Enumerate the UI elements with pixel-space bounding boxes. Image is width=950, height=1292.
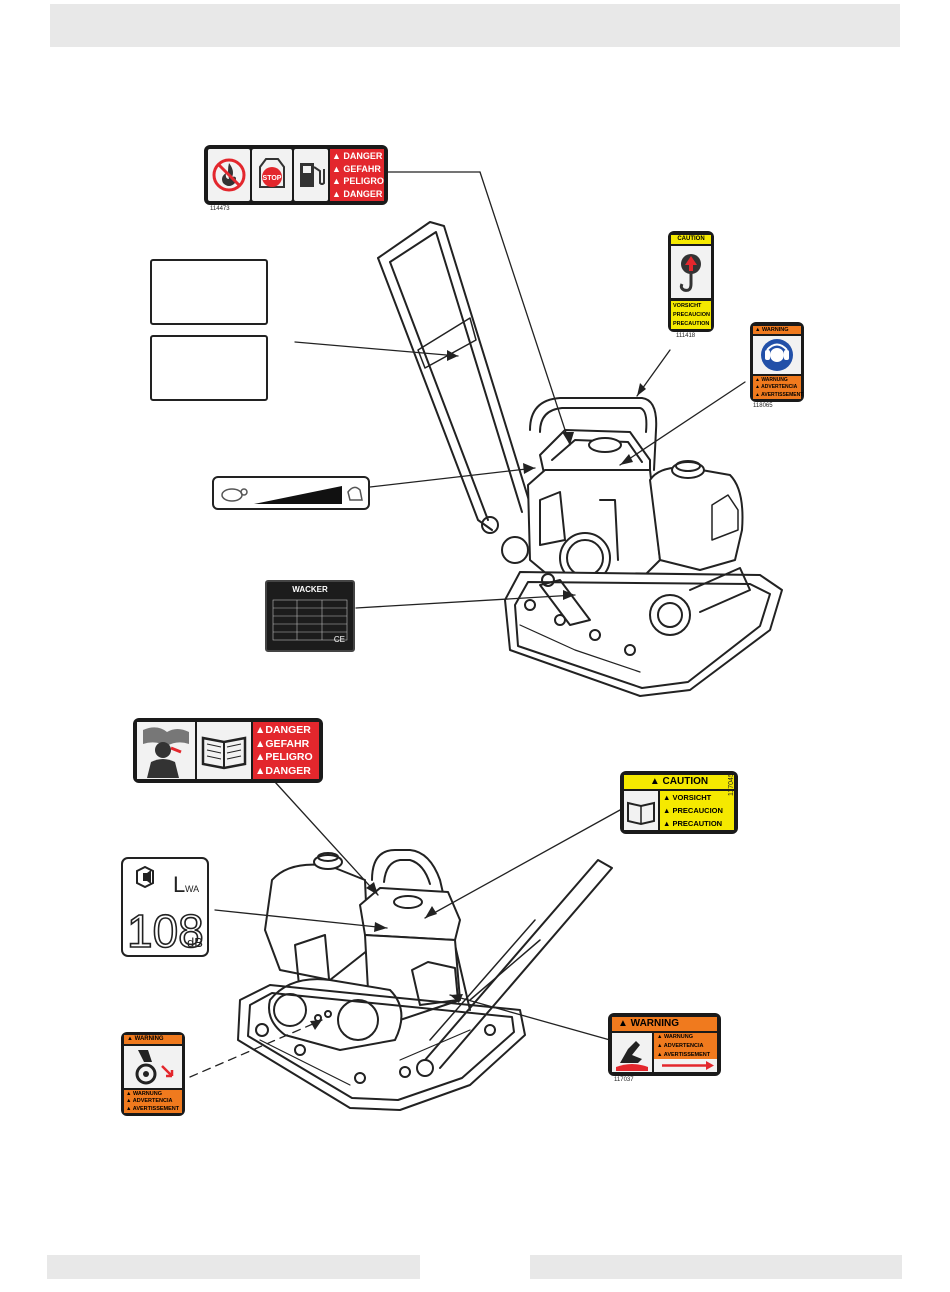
- fuel-pump-icon: [300, 163, 325, 187]
- no-fire-icon: [212, 158, 246, 192]
- lwa-subscript: WA: [185, 884, 199, 894]
- belt-warning-words: ▲ WARNUNG ▲ ADVERTENCIA ▲ AVERTISSEMENT: [124, 1090, 182, 1113]
- hearing-warning-decal: ▲ WARNING ▲ WARNUNG ▲ ADVERTENCIA ▲ AVER…: [750, 322, 804, 402]
- blank-decal-bottom: [150, 335, 268, 401]
- hot-warning-word-2: ▲ ADVERTENCIA: [657, 1042, 704, 1049]
- caution-word-3: PRECAUTION: [673, 321, 710, 328]
- stop-text: STOP: [263, 175, 282, 182]
- engine-stop-icon: STOP: [259, 158, 285, 188]
- manual-caution-part-no: 117045: [728, 773, 735, 796]
- exhaust-danger-word-4: ▲DANGER: [255, 765, 311, 778]
- hot-warning-part-no: 117037: [614, 1077, 634, 1083]
- belt-warning-header: ▲ WARNING: [124, 1035, 182, 1044]
- manual-caution-word-1: ▲ VORSICHT: [663, 793, 712, 802]
- lift-caution-words: VORSICHT PRECAUCION PRECAUTION: [671, 301, 711, 329]
- danger-word-1: ▲ DANGER: [332, 151, 383, 162]
- belt-entanglement-icon: [135, 1050, 174, 1085]
- hot-warning-header: ▲ WARNING: [612, 1017, 717, 1031]
- exhaust-danger-word-1: ▲DANGER: [255, 723, 311, 736]
- manual-caution-header: ▲ CAUTION: [624, 775, 734, 789]
- fuel-danger-words: ▲ DANGER ▲ GEFAHR ▲ PELIGRO ▲ DANGER: [330, 149, 384, 201]
- warning-word-3: ▲ AVERTISSEMENT: [755, 392, 804, 399]
- exhaust-fumes-icon: [143, 727, 189, 778]
- caution-word-2: PRECAUCION: [673, 311, 710, 318]
- leader-arrowheads: [310, 350, 646, 1030]
- arrow-right-icon: [662, 1061, 714, 1070]
- sound-power-decal: L WA 108 dB: [121, 857, 209, 958]
- read-manual-icon: [201, 736, 247, 770]
- top-machine: [377, 221, 783, 697]
- sound-unit: dB: [187, 935, 203, 950]
- belt-warning-word-1: ▲ WARNUNG: [126, 1090, 162, 1097]
- hearing-warning-header: ▲ WARNING: [753, 326, 801, 334]
- hot-warning-decal: ▲ WARNING ▲ WARNUNG ▲ ADVERTENCIA ▲ AVER…: [608, 1013, 721, 1076]
- exhaust-danger-word-2: ▲GEFAHR: [255, 737, 310, 750]
- fuel-danger-part-no: 114473: [210, 206, 230, 212]
- exhaust-danger-words: ▲DANGER ▲GEFAHR ▲PELIGRO ▲DANGER: [253, 722, 319, 779]
- danger-word-3: ▲ PELIGRO: [332, 176, 384, 187]
- lifting-hook-icon: [679, 254, 701, 292]
- warning-word-2: ▲ ADVERTENCIA: [755, 384, 798, 391]
- manual-caution-words: ▲ VORSICHT ▲ PRECAUCION ▲ PRECAUTION: [660, 791, 734, 830]
- hot-surface-icon: [616, 1041, 648, 1071]
- bottom-machine: [237, 849, 613, 1111]
- page-footer-right: [530, 1255, 902, 1279]
- turtle-icon: [221, 488, 243, 502]
- throttle-ramp-icon: [221, 486, 363, 504]
- hearing-warning-words: ▲ WARNUNG ▲ ADVERTENCIA ▲ AVERTISSEMENT: [753, 376, 804, 399]
- nameplate-grid: [272, 599, 348, 641]
- caution-word-1: VORSICHT: [673, 302, 702, 309]
- manual-caution-decal: ▲ CAUTION ▲ VORSICHT ▲ PRECAUCION ▲ PREC…: [620, 771, 738, 834]
- lift-caution-part-no: 111418: [676, 333, 696, 339]
- page-header-bar: [50, 4, 900, 47]
- blank-decal-top: [150, 259, 268, 325]
- throttle-decal: [212, 476, 370, 510]
- manual-caution-word-2: ▲ PRECAUCION: [663, 806, 723, 815]
- warning-word-1: ▲ WARNUNG: [755, 376, 788, 383]
- nameplate-decal: WACKER CE: [265, 580, 355, 652]
- belt-warning-decal: ▲ WARNING ▲ WARNUNG ▲ ADVERTENCIA ▲ AVER…: [121, 1032, 185, 1116]
- lift-caution-header: CAUTION: [671, 235, 711, 244]
- belt-warning-word-2: ▲ ADVERTENCIA: [126, 1098, 173, 1105]
- fuel-danger-decal: STOP ▲ DANGER ▲ GEFAHR ▲ PELIGRO ▲ DANGE…: [204, 145, 388, 205]
- leader-lines: [189, 171, 746, 1078]
- exhaust-danger-word-3: ▲PELIGRO: [255, 751, 313, 764]
- hot-warning-words: ▲ WARNUNG ▲ ADVERTENCIA ▲ AVERTISSEMENT: [654, 1033, 717, 1059]
- nameplate-brand: WACKER: [292, 585, 328, 594]
- sound-value: 108: [127, 905, 204, 955]
- sound-power-art: L WA 108 dB: [126, 865, 205, 958]
- ear-protection-icon: [761, 339, 793, 371]
- page-footer-left: [47, 1255, 420, 1279]
- hot-warning-word-1: ▲ WARNUNG: [657, 1034, 693, 1041]
- lwa-symbol: L: [173, 872, 185, 897]
- danger-word-4: ▲ DANGER: [332, 188, 383, 199]
- lift-caution-decal: CAUTION VORSICHT PRECAUCION PRECAUTION: [668, 231, 714, 332]
- manual-book-icon: [627, 801, 655, 826]
- belt-warning-word-3: ▲ AVERTISSEMENT: [126, 1106, 180, 1113]
- hearing-warning-part-no: 118065: [753, 403, 773, 409]
- exhaust-danger-decal: ▲DANGER ▲GEFAHR ▲PELIGRO ▲DANGER: [133, 718, 323, 783]
- ce-mark: CE: [333, 635, 345, 644]
- speaker-icon: [136, 865, 154, 889]
- danger-word-2: ▲ GEFAHR: [332, 163, 381, 174]
- rabbit-icon: [347, 486, 363, 501]
- manual-caution-word-3: ▲ PRECAUTION: [663, 819, 723, 828]
- hot-warning-word-3: ▲ AVERTISSEMENT: [657, 1051, 711, 1058]
